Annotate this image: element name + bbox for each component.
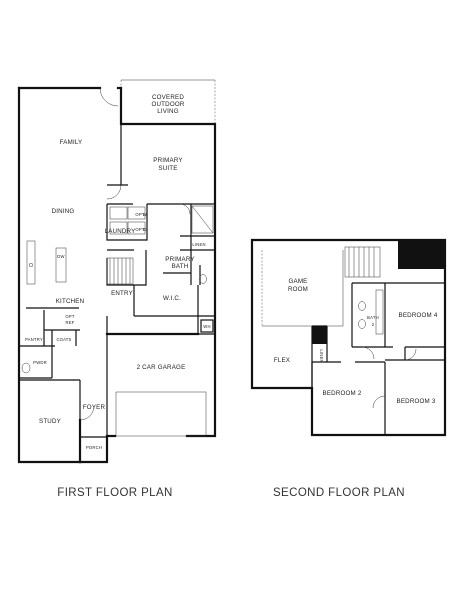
second-floor-stairs	[348, 247, 375, 277]
first-floor-fixtures	[21, 87, 214, 437]
bath-2-label-1: BATH	[367, 315, 379, 320]
flex-label: FLEX	[274, 357, 290, 364]
first-floor-stairs	[106, 257, 134, 285]
first-floor-room-labels: COVERED OUTDOOR LIVING FAMILY PRIMARY SU…	[25, 94, 210, 450]
entry-label: ENTRY	[111, 290, 133, 297]
bedroom-2-label: BEDROOM 2	[323, 390, 362, 397]
primary-suite-label-2: SUITE	[158, 165, 177, 172]
second-floor-exterior-walls	[250, 238, 447, 437]
laundry-w-label: W	[143, 212, 147, 217]
kitchen-label: KITCHEN	[56, 298, 85, 305]
bath-2-label-2: 2	[372, 322, 375, 327]
game-room-label-1: GAME	[288, 278, 307, 285]
covered-outdoor-label-2: OUTDOOR	[151, 101, 184, 108]
laundry-opt-w-label: OPT	[135, 212, 144, 217]
dishwasher-label: DW	[57, 254, 64, 259]
opt-ref-label-2: REF	[66, 320, 75, 325]
bedroom-3-label: BEDROOM 3	[397, 398, 436, 405]
second-floor-room-labels: GAME ROOM BEDROOM 4 BATH 2 FLEX LINEN BE…	[274, 278, 438, 405]
first-floor-exterior-walls	[17, 86, 217, 464]
first-floor-plan: COVERED OUTDOOR LIVING FAMILY PRIMARY SU…	[17, 79, 217, 499]
game-room-label-2: ROOM	[288, 286, 308, 293]
porch-label: PORCH	[86, 445, 102, 450]
primary-suite-label-1: PRIMARY	[153, 157, 182, 164]
second-floor-dark-block	[398, 240, 445, 269]
second-floor-dark-opening	[312, 326, 327, 344]
second-floor-fixtures	[312, 240, 445, 409]
primary-bath-label-2: BATH	[172, 263, 189, 270]
laundry-label: LAUNDRY	[105, 228, 136, 235]
second-floor-plan: GAME ROOM BEDROOM 4 BATH 2 FLEX LINEN BE…	[250, 238, 447, 499]
powder-room-label: PWDR	[33, 360, 47, 365]
laundry-d-label: D	[143, 227, 146, 232]
study-label: STUDY	[39, 418, 61, 425]
first-floor-interior-walls	[19, 124, 215, 438]
family-label: FAMILY	[60, 139, 83, 146]
garage-label: 2 CAR GARAGE	[137, 364, 186, 371]
second-floor-interior-walls	[261, 246, 445, 435]
linen-label: LINEN	[192, 242, 205, 247]
second-floor-plan-title: SECOND FLOOR PLAN	[273, 487, 405, 499]
second-floor-linen-label: LINEN	[319, 349, 324, 362]
pantry-label: PANTRY	[25, 337, 43, 342]
foyer-label: FOYER	[83, 404, 106, 411]
water-heater-label: WH	[203, 324, 210, 329]
covered-outdoor-label-1: COVERED	[152, 94, 184, 101]
coats-label: COATS	[56, 337, 71, 342]
first-floor-plan-title: FIRST FLOOR PLAN	[57, 487, 172, 499]
laundry-opt-d-label: OPT	[135, 227, 144, 232]
primary-bath-label-1: PRIMARY	[165, 256, 194, 263]
wic-label: W.I.C.	[163, 295, 181, 302]
dining-label: DINING	[52, 208, 75, 215]
bedroom-4-label: BEDROOM 4	[399, 312, 438, 319]
covered-outdoor-label-3: LIVING	[157, 108, 179, 115]
opt-ref-label-1: OPT	[65, 314, 74, 319]
